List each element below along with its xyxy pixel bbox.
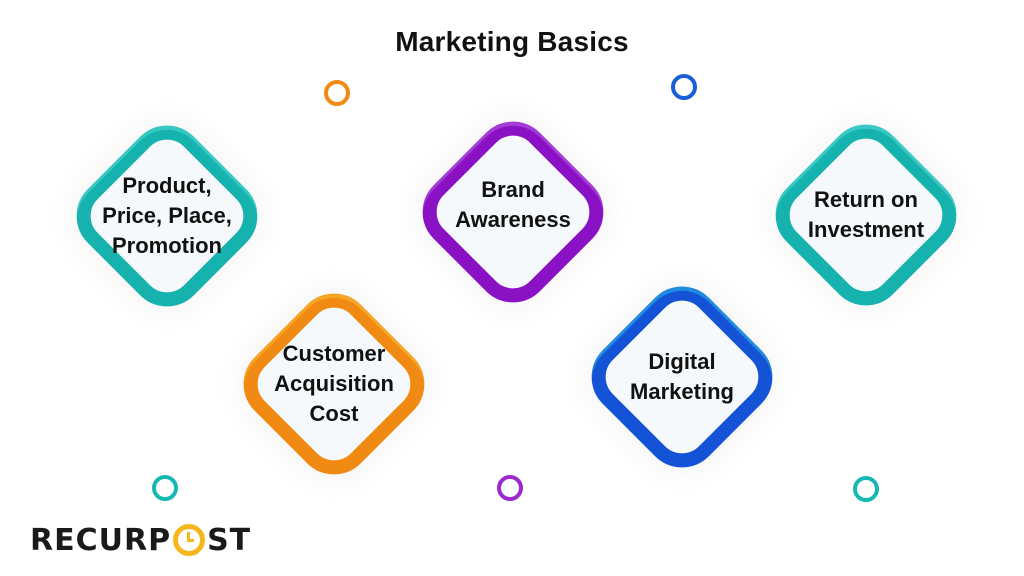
node-label-line: Customer: [282, 341, 386, 366]
decor-ring-teal-left-icon: [152, 475, 178, 501]
node-label-line: Return on: [814, 187, 918, 212]
node-label-line: Marketing: [630, 379, 734, 404]
logo-text-suffix: ST: [207, 522, 252, 558]
clock-icon: [173, 524, 206, 556]
node-label: Customer Acquisition Cost: [222, 270, 446, 498]
decor-ring-orange-icon: [324, 80, 350, 106]
decor-ring-purple-icon: [497, 475, 523, 501]
node-label: Product, Price, Place, Promotion: [55, 102, 279, 330]
node-customer-acquisition-cost: Customer Acquisition Cost: [222, 270, 446, 498]
decor-ring-blue-icon: [671, 74, 697, 100]
node-label: Digital Marketing: [570, 263, 794, 491]
logo-text-prefix: RECURP: [30, 522, 172, 558]
node-label-line: Investment: [807, 217, 925, 242]
node-label-line: Awareness: [455, 207, 571, 232]
node-label-line: Acquisition: [274, 371, 394, 396]
node-label: Brand Awareness: [401, 98, 625, 326]
node-4ps: Product, Price, Place, Promotion: [55, 102, 279, 330]
recurpost-logo: RECURP ST: [30, 522, 252, 558]
node-brand-awareness: Brand Awareness: [401, 98, 625, 326]
node-digital-marketing: Digital Marketing: [570, 263, 794, 491]
node-label-line: Promotion: [112, 233, 222, 258]
node-return-on-investment: Return on Investment: [754, 101, 978, 329]
node-label-line: Digital: [648, 349, 716, 374]
node-label: Return on Investment: [754, 101, 978, 329]
decor-ring-teal-right-icon: [853, 476, 879, 502]
node-label-line: Cost: [309, 401, 359, 426]
node-label-line: Product,: [122, 173, 212, 198]
node-label-line: Brand: [481, 177, 545, 202]
diagram-title: Marketing Basics: [395, 26, 629, 57]
node-label-line: Price, Place,: [102, 203, 232, 228]
